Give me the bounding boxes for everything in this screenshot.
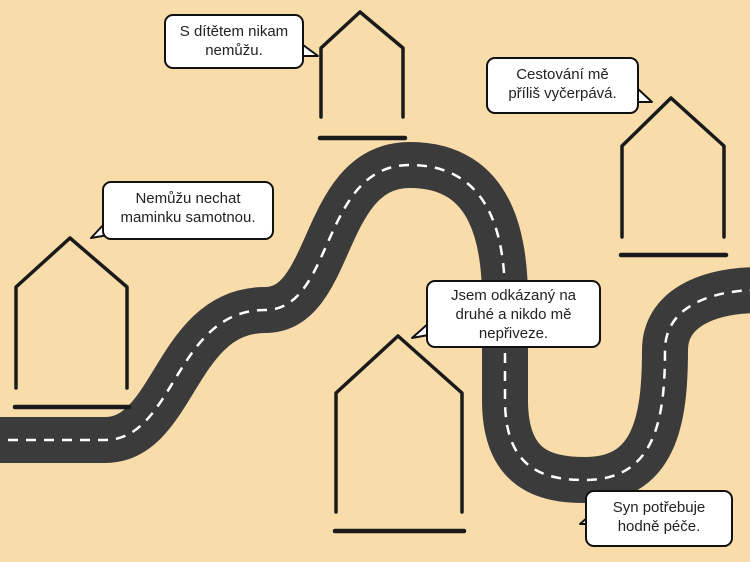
speech-bubble-bottom-right: Syn potřebuje hodně péče.	[585, 490, 733, 547]
bubble-text-line: hodně péče.	[617, 518, 701, 535]
bubble-text-line: maminku samotnou.	[120, 209, 256, 226]
bubble-text-line: nepřiveze.	[478, 325, 549, 342]
bubble-text-line: Cestování mě	[516, 66, 609, 83]
bubble-text-line: druhé a nikdo mě	[455, 306, 572, 323]
bubble-text-line: nemůžu.	[205, 42, 263, 59]
bubble-text-line: Nemůžu nechat	[135, 190, 241, 207]
bubble-text-line: S dítětem nikam	[179, 23, 289, 40]
house-center	[332, 334, 467, 534]
house-top-center	[317, 10, 408, 141]
speech-bubble-top-left: S dítětem nikam nemůžu.	[164, 14, 304, 69]
bubble-text-line: příliš vyčerpává.	[508, 85, 617, 102]
bubble-text-line: Jsem odkázaný na	[450, 287, 577, 304]
bubble-text-line: Syn potřebuje	[612, 499, 706, 516]
road-center-dashes	[0, 163, 750, 482]
house-right	[618, 96, 729, 258]
speech-bubble-middle-left: Nemůžu nechat maminku samotnou.	[102, 181, 274, 240]
speech-bubble-middle-center: Jsem odkázaný na druhé a nikdo mě nepřiv…	[426, 280, 601, 348]
house-left	[12, 236, 132, 410]
speech-bubble-top-right: Cestování mě příliš vyčerpává.	[486, 57, 639, 114]
